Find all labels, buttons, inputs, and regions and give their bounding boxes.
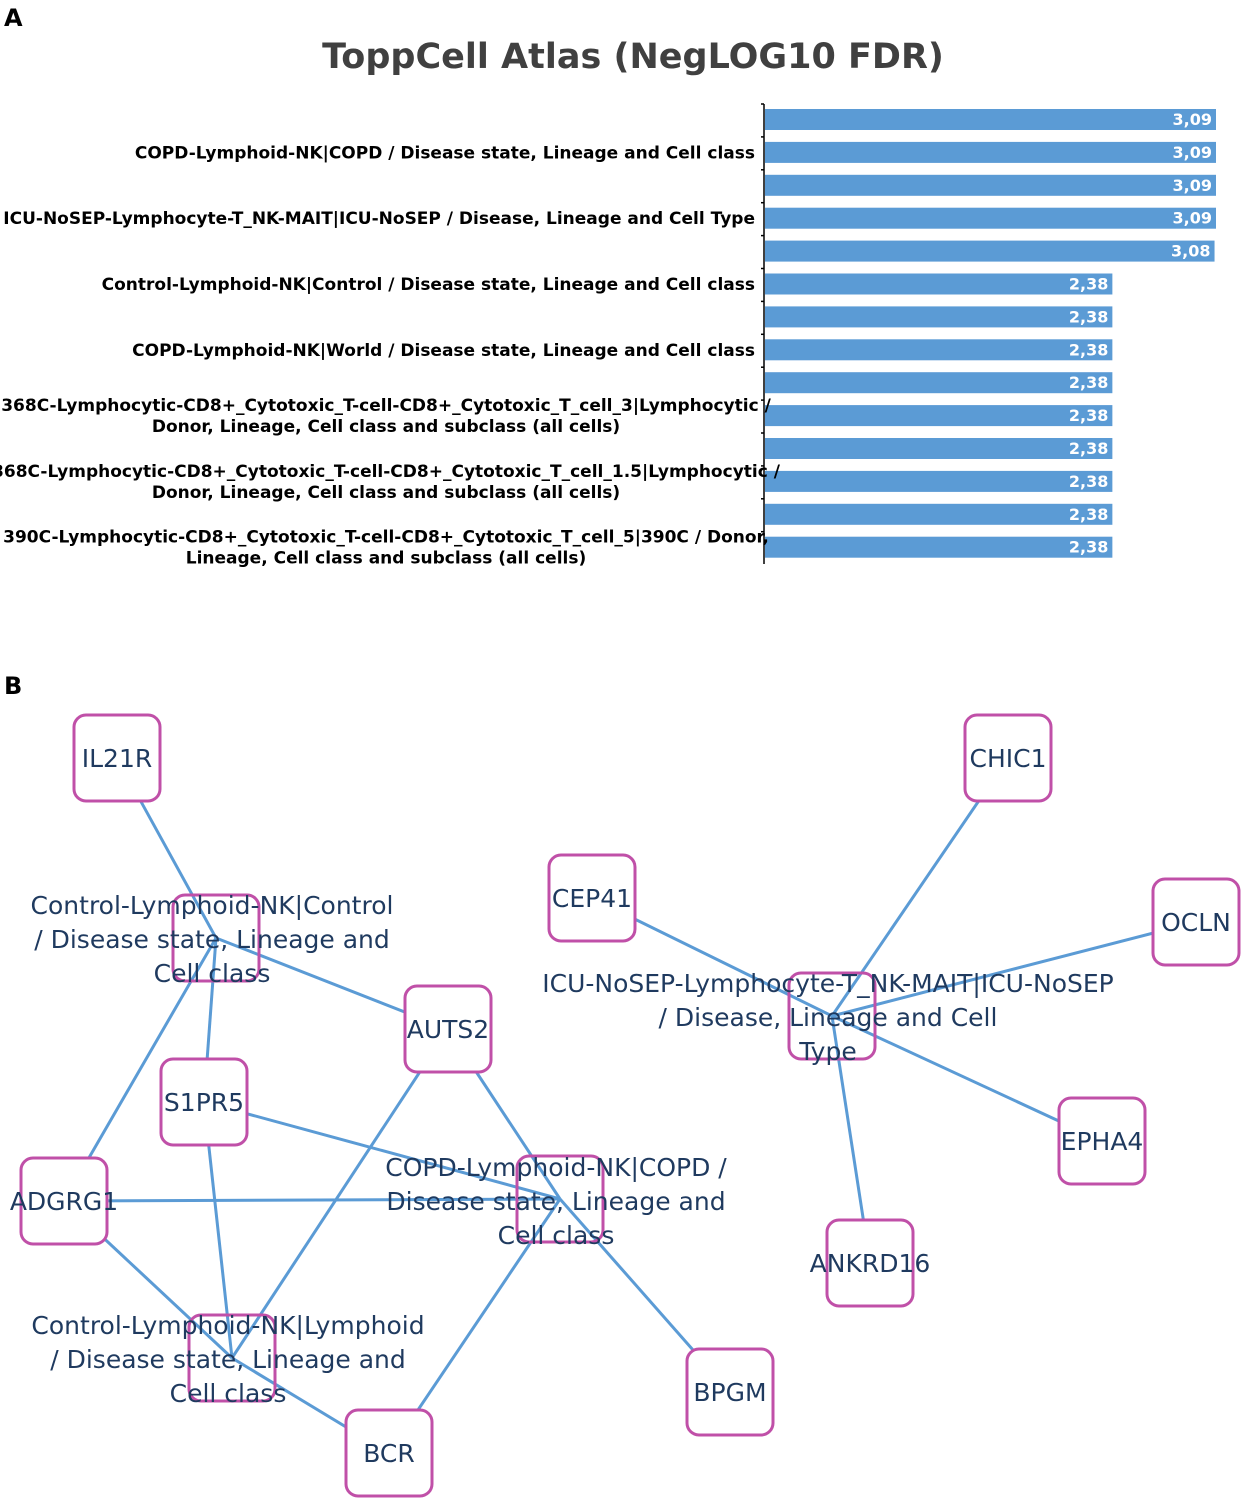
edge-epha4-icu (831, 1014, 1103, 1143)
bar-13 (765, 536, 1113, 558)
bar-value-label-8: 2,38 (1069, 373, 1108, 392)
edge-auts2-ctrl_lym (230, 1028, 450, 1359)
bar-value-label-3: 3,09 (1173, 209, 1212, 228)
node-chic1[interactable] (963, 713, 1053, 803)
node-label-il21r: IL21R (82, 744, 152, 773)
bar-value-label-7: 2,38 (1069, 340, 1108, 359)
bar-8 (765, 372, 1113, 394)
node-label-adgrg1: ADGRG1 (10, 1187, 118, 1216)
bar-value-label-11: 2,38 (1069, 472, 1108, 491)
node-s1pr5[interactable] (159, 1057, 249, 1147)
panel-b-letter: B (4, 672, 23, 700)
bar-value-label-2: 3,09 (1173, 176, 1212, 195)
bar-value-label-6: 2,38 (1069, 307, 1108, 326)
node-icu[interactable] (787, 971, 877, 1061)
bar-value-label-12: 2,38 (1069, 505, 1108, 524)
bar-2 (765, 174, 1216, 196)
node-ctrl-nk[interactable] (171, 893, 261, 983)
node-label-s1pr5: S1PR5 (164, 1088, 244, 1117)
panel-a-letter: A (4, 4, 23, 32)
edge-ocln-icu (831, 920, 1197, 1018)
bar-10 (765, 438, 1113, 459)
node-label-ankrd16: ANKRD16 (810, 1249, 931, 1278)
node-label-icu: ICU-NoSEP-Lymphocyte-T_NK-MAIT|ICU-NoSEP… (542, 969, 1113, 1066)
category-label-5: Control-Lymphoid-NK|Control / Disease st… (102, 275, 755, 295)
node-auts2[interactable] (403, 984, 493, 1074)
node-label-bcr: BCR (363, 1439, 415, 1468)
node-cep41[interactable] (547, 853, 637, 943)
node-ctrl-lym[interactable] (187, 1313, 277, 1403)
chart-title: ToppCell Atlas (NegLOG10 FDR) (322, 37, 944, 77)
bar-3 (765, 207, 1216, 229)
bar-9 (765, 405, 1113, 427)
bar-value-label-5: 2,38 (1069, 275, 1108, 294)
bar-0 (765, 109, 1216, 130)
category-label-11: 368C-Lymphocytic-CD8+_Cytotoxic_T-cell-C… (0, 462, 781, 503)
node-label-ctrl-nk: Control-Lymphoid-NK|Control/ Disease sta… (31, 891, 394, 988)
category-label-9: 368C-Lymphocytic-CD8+_Cytotoxic_T-cell-C… (1, 396, 771, 437)
bar-7 (765, 339, 1113, 361)
category-label-7: COPD-Lymphoid-NK|World / Disease state, … (132, 341, 755, 361)
category-label-3: ICU-NoSEP-Lymphocyte-T_NK-MAIT|ICU-NoSEP… (3, 209, 755, 229)
node-ocln[interactable] (1151, 877, 1241, 967)
node-copd-nk[interactable] (515, 1154, 605, 1244)
bar-4 (765, 240, 1215, 262)
bar-6 (765, 306, 1113, 328)
node-adgrg1[interactable] (19, 1156, 109, 1246)
node-label-epha4: EPHA4 (1061, 1127, 1144, 1156)
node-ankrd16[interactable] (825, 1218, 915, 1308)
bar-chart-panel: ToppCell Atlas (NegLOG10 FDR) 3,09 3,09 3,… (0, 0, 1244, 620)
bar-11 (765, 470, 1113, 492)
node-label-ocln: OCLN (1161, 908, 1231, 937)
node-label-ctrl-lym: Control-Lymphoid-NK|Lymphoid/ Disease st… (31, 1311, 424, 1408)
bar-value-label-4: 3,08 (1171, 242, 1210, 261)
edge-s1pr5-copd_nk (203, 1100, 561, 1201)
bar-value-label-9: 2,38 (1069, 406, 1108, 425)
node-label-auts2: AUTS2 (407, 1015, 489, 1044)
node-label-cep41: CEP41 (552, 884, 632, 913)
node-bcr[interactable] (344, 1408, 434, 1498)
bar-value-label-10: 2,38 (1069, 439, 1108, 458)
node-il21r[interactable] (72, 713, 162, 803)
bar-1 (765, 141, 1216, 163)
node-bpgm[interactable] (685, 1347, 775, 1437)
category-label-13: 390C-Lymphocytic-CD8+_Cytotoxic_T-cell-C… (3, 528, 769, 569)
node-epha4[interactable] (1057, 1096, 1147, 1186)
node-label-bpgm: BPGM (693, 1378, 766, 1407)
bar-value-label-1: 3,09 (1173, 143, 1212, 162)
node-label-copd-nk: COPD-Lymphoid-NK|COPD /Disease state, Li… (385, 1153, 727, 1250)
bar-chart: ToppCell Atlas (NegLOG10 FDR) 3,09 3,09 3,… (0, 37, 1216, 569)
bar-value-label-13: 2,38 (1069, 538, 1108, 557)
bar-12 (765, 503, 1113, 525)
bar-5 (765, 273, 1113, 295)
category-label-1: COPD-Lymphoid-NK|COPD / Disease state, L… (135, 143, 755, 163)
edge-adgrg1-copd_nk (63, 1197, 561, 1203)
node-label-chic1: CHIC1 (970, 744, 1047, 773)
bar-value-label-0: 3,09 (1173, 110, 1212, 129)
